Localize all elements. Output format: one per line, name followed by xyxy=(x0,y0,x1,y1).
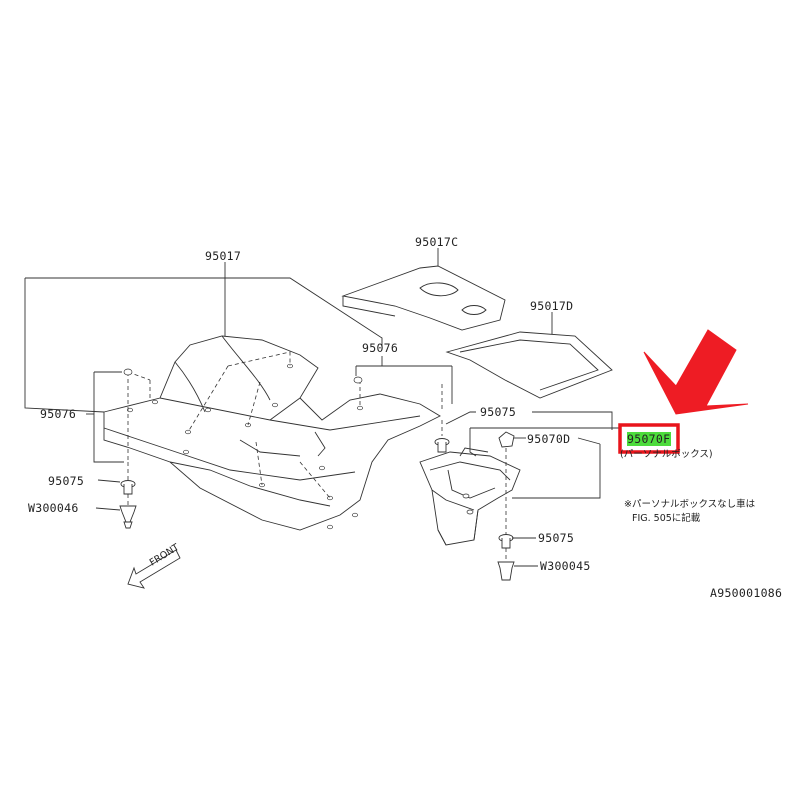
fastener-95075-left xyxy=(120,480,136,495)
label-95075-right-top: 95075 xyxy=(480,405,516,419)
label-95076-center: 95076 xyxy=(362,341,398,355)
part-95017C-mat xyxy=(341,265,506,331)
part-95017D-mat xyxy=(445,331,613,399)
part-95070F-personal-box xyxy=(419,447,521,546)
leader-lines xyxy=(24,248,620,567)
part-95070D-clip xyxy=(498,431,515,448)
label-95075-left: 95075 xyxy=(48,474,84,488)
label-95017D: 95017D xyxy=(530,299,573,313)
diagram-id: A950001086 xyxy=(710,586,782,600)
label-W300045: W300045 xyxy=(540,559,591,573)
highlight-box xyxy=(618,423,680,454)
fastener-W300046 xyxy=(119,505,137,529)
fastener-W300045 xyxy=(497,561,515,581)
label-95017: 95017 xyxy=(205,249,241,263)
note-line-2: FIG. 505に記載 xyxy=(632,512,701,524)
label-95017C: 95017C xyxy=(415,235,458,249)
front-label: FRONT xyxy=(148,542,182,569)
fastener-95075-right-bottom xyxy=(498,534,514,549)
label-95070F-description: (パーソナルボックス) xyxy=(620,449,713,460)
front-arrow-icon: FRONT xyxy=(127,542,182,589)
label-95075-right-bottom: 95075 xyxy=(538,531,574,545)
red-pointer-arrow-icon xyxy=(643,329,749,415)
highlight-text-bg xyxy=(627,432,671,446)
label-95070D: 95070D xyxy=(527,432,570,446)
label-W300046: W300046 xyxy=(28,501,79,515)
fastener-95075-right-top xyxy=(434,438,450,453)
label-95070F: 95070F xyxy=(627,432,670,446)
part-95017-floor-cover xyxy=(103,335,443,531)
note-line-1: ※パーソナルボックスなし車は xyxy=(624,498,756,510)
label-95076-left: 95076 xyxy=(40,407,76,421)
